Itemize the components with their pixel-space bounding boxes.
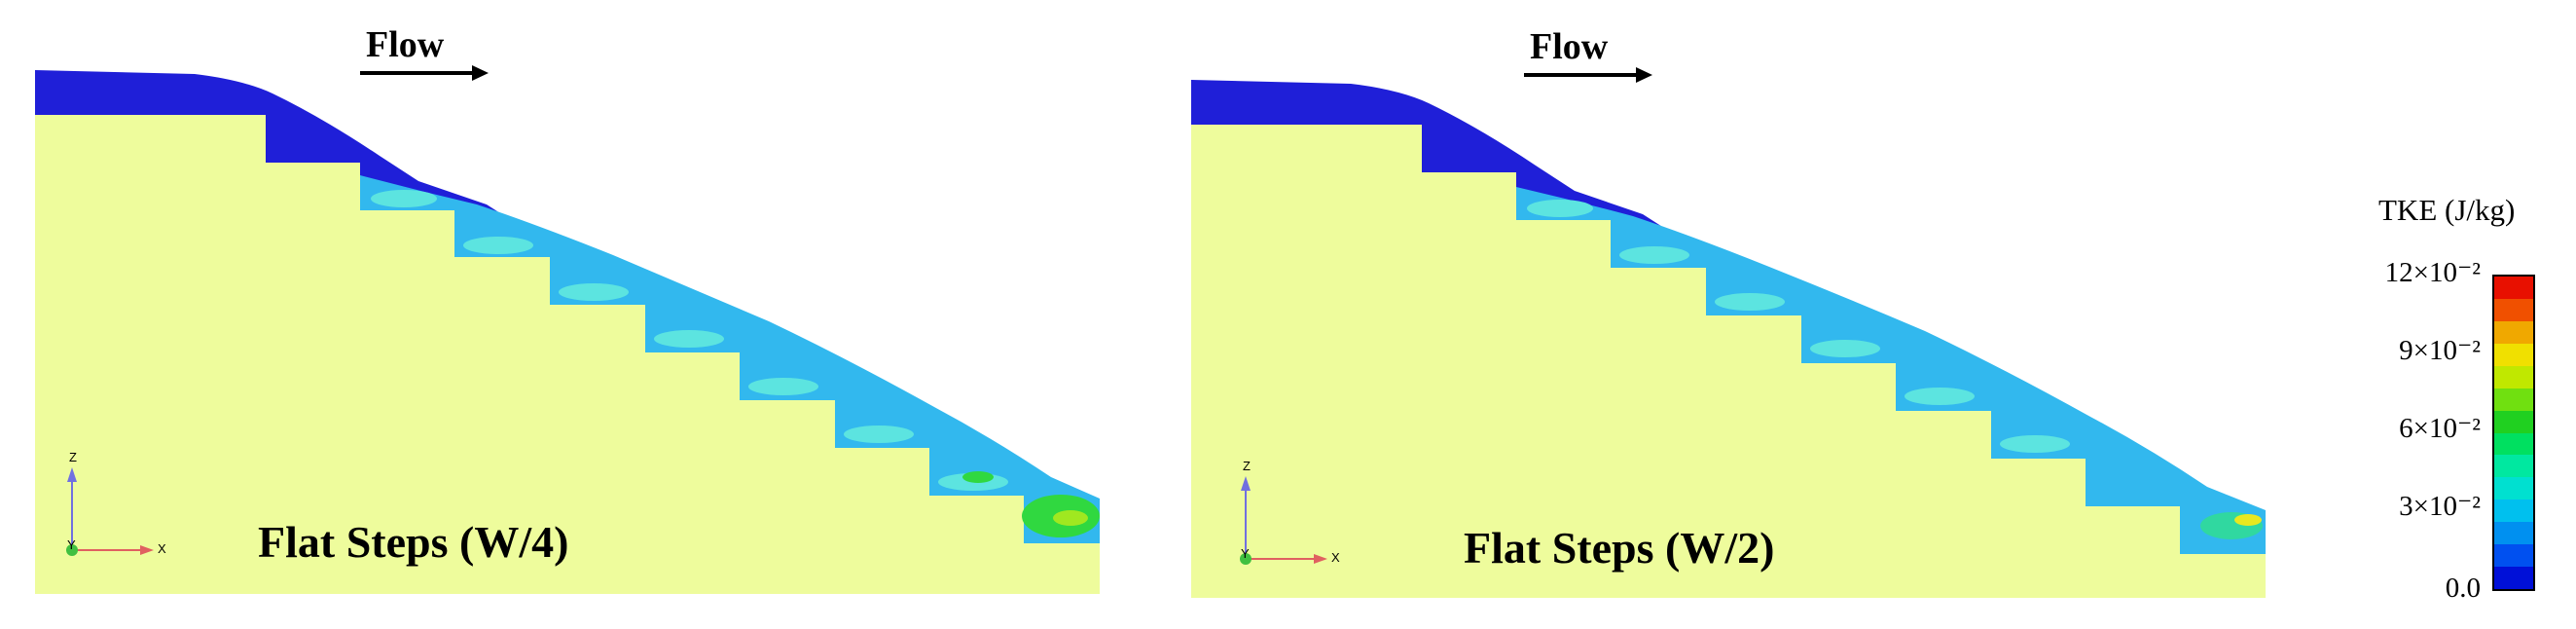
- colorbar-segment: [2494, 477, 2533, 500]
- colorbar-segment: [2494, 544, 2533, 568]
- legend-title: TKE (J/kg): [2378, 193, 2516, 227]
- axis-triad: [66, 467, 154, 556]
- colorbar: [2492, 275, 2535, 591]
- colorbar-segment: [2494, 343, 2533, 366]
- axis-y-label: Y: [67, 537, 76, 552]
- legend-tick-9: 9×10⁻²: [2399, 335, 2481, 366]
- panel-caption: Flat Steps (W/2): [1464, 523, 1775, 573]
- skimming-flow: [360, 175, 1100, 543]
- colorbar-segment: [2494, 455, 2533, 478]
- axis-x-label: X: [158, 541, 166, 556]
- cavity-eddies: [1527, 200, 2070, 453]
- panel-caption: Flat Steps (W/4): [258, 517, 569, 567]
- axis-triad: [1240, 476, 1327, 565]
- flow-arrow: [360, 65, 489, 81]
- colorbar-segment: [2494, 299, 2533, 321]
- legend-tick-3: 3×10⁻²: [2399, 491, 2481, 522]
- colorbar-segment: [2494, 410, 2533, 433]
- tke-legend: TKE (J/kg) 12×10⁻² 9×10⁻² 6×10⁻² 3×10⁻² …: [2365, 0, 2576, 629]
- stepped-solid: [1191, 125, 2266, 598]
- high-tke-zone: [2200, 512, 2263, 539]
- axis-x-label: X: [1331, 550, 1340, 565]
- right-contour-plot: [1191, 67, 2266, 598]
- colorbar-segment: [2494, 567, 2533, 589]
- colorbar-segment: [2494, 432, 2533, 456]
- colorbar-segment: [2494, 388, 2533, 411]
- colorbar-segment: [2494, 277, 2533, 300]
- flow-arrow: [1524, 67, 1652, 83]
- axis-z-label: Z: [69, 450, 77, 464]
- high-tke-zone: [962, 471, 1100, 537]
- left-contour-plot: [35, 65, 1100, 594]
- colorbar-segment: [2494, 500, 2533, 523]
- stepped-solid: [35, 115, 1100, 594]
- legend-tick-12: 12×10⁻²: [2384, 257, 2481, 288]
- colorbar-segment: [2494, 522, 2533, 545]
- right-panel: Flow Z Y X Flat Steps (W/2): [1185, 0, 2285, 629]
- flow-label: Flow: [1530, 26, 1609, 67]
- skimming-flow: [1516, 187, 2266, 554]
- axis-z-label: Z: [1243, 459, 1251, 473]
- flow-label: Flow: [366, 24, 445, 65]
- axis-y-label: Y: [1241, 546, 1250, 561]
- left-panel: Flow Z Y X Flat Steps (W/4): [29, 0, 1129, 629]
- legend-tick-0: 0.0: [2445, 573, 2481, 604]
- legend-tick-6: 6×10⁻²: [2399, 413, 2481, 444]
- colorbar-segment: [2494, 365, 2533, 388]
- colorbar-segment: [2494, 320, 2533, 344]
